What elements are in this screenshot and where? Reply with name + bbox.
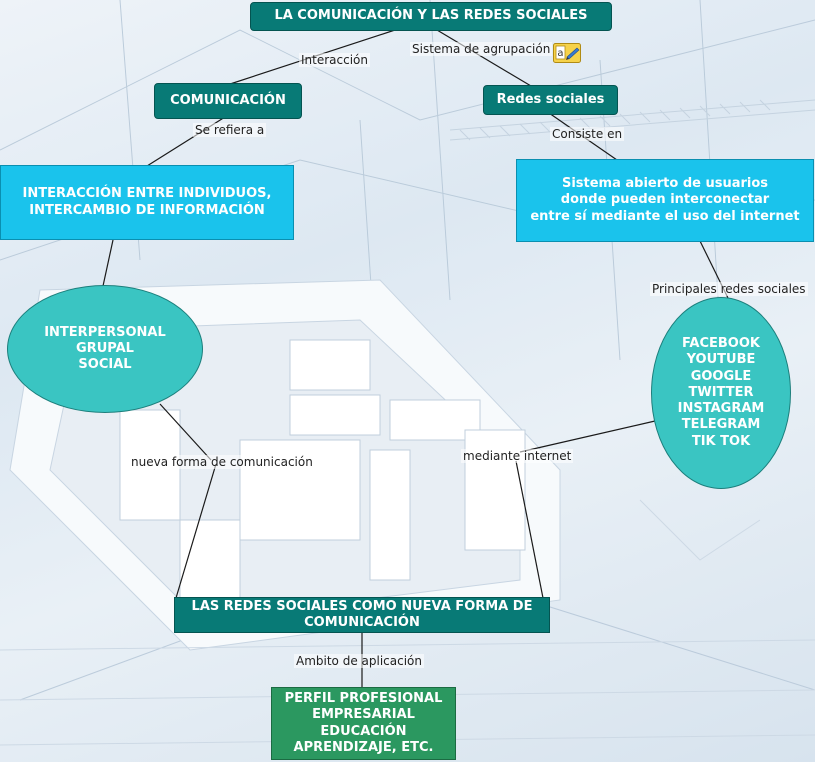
link-interaccion-tipos — [102, 239, 114, 287]
label-interaccion: Interacción — [299, 53, 370, 67]
label-nueva-forma: nueva forma de comunicación — [129, 455, 315, 469]
label-se-refiere: Se refiera a — [193, 123, 267, 137]
note-icon[interactable]: a — [553, 43, 581, 63]
tipos-comunicacion-node[interactable]: INTERPERSONAL GRUPAL SOCIAL — [7, 285, 203, 413]
comunicacion-node[interactable]: COMUNICACIÓN — [154, 83, 302, 119]
label-principales: Principales redes sociales — [650, 282, 808, 296]
label-consiste-en: Consiste en — [550, 127, 625, 141]
main-title-node[interactable]: LA COMUNICACIÓN Y LAS REDES SOCIALES — [250, 2, 612, 31]
label-sistema-agrupacion: Sistema de agrupación — [410, 42, 553, 56]
link-tipos-nueva — [159, 403, 212, 461]
label-mediante-internet: mediante internet — [461, 449, 574, 463]
ambitos-node[interactable]: PERFIL PROFESIONAL EMPRESARIAL EDUCACIÓN… — [271, 687, 456, 760]
link-mediante-nueva — [515, 460, 544, 599]
sistema-node[interactable]: Sistema abierto de usuarios donde pueden… — [516, 159, 814, 242]
nueva-forma-node[interactable]: LAS REDES SOCIALES COMO NUEVA FORMA DE C… — [174, 597, 550, 633]
link-title-redes — [436, 29, 532, 87]
link-tipos-nueva-2 — [175, 463, 217, 599]
interaccion-node[interactable]: INTERACCIÓN ENTRE INDIVIDUOS, INTERCAMBI… — [0, 165, 294, 240]
principales-redes-node[interactable]: FACEBOOK YOUTUBE GOOGLE TWITTER INSTAGRA… — [651, 297, 791, 489]
link-redes-mediante — [519, 420, 656, 453]
redes-sociales-node[interactable]: Redes sociales — [483, 85, 618, 115]
note-icon-letter: a — [557, 48, 563, 59]
label-ambito: Ambito de aplicación — [294, 654, 424, 668]
